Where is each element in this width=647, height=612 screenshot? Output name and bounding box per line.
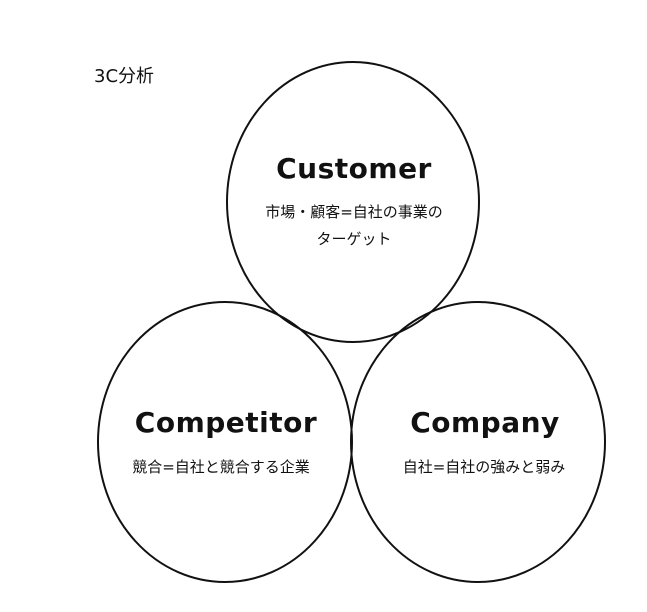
customer-description: 市場・顧客=自社の事業の ターゲット: [265, 199, 443, 253]
competitor-circle: [97, 301, 353, 583]
customer-circle: [226, 61, 480, 343]
company-heading: Company: [410, 406, 560, 439]
company-circle: [350, 301, 606, 583]
customer-heading: Customer: [276, 152, 432, 185]
competitor-heading: Competitor: [134, 406, 318, 439]
customer-description-line: ターゲット: [316, 230, 392, 248]
customer-description-line: 市場・顧客=自社の事業の: [265, 203, 443, 221]
company-description: 自社=自社の強みと弱み: [402, 458, 566, 476]
competitor-description: 競合=自社と競合する企業: [132, 458, 310, 476]
diagram-title: 3C分析: [94, 66, 155, 87]
